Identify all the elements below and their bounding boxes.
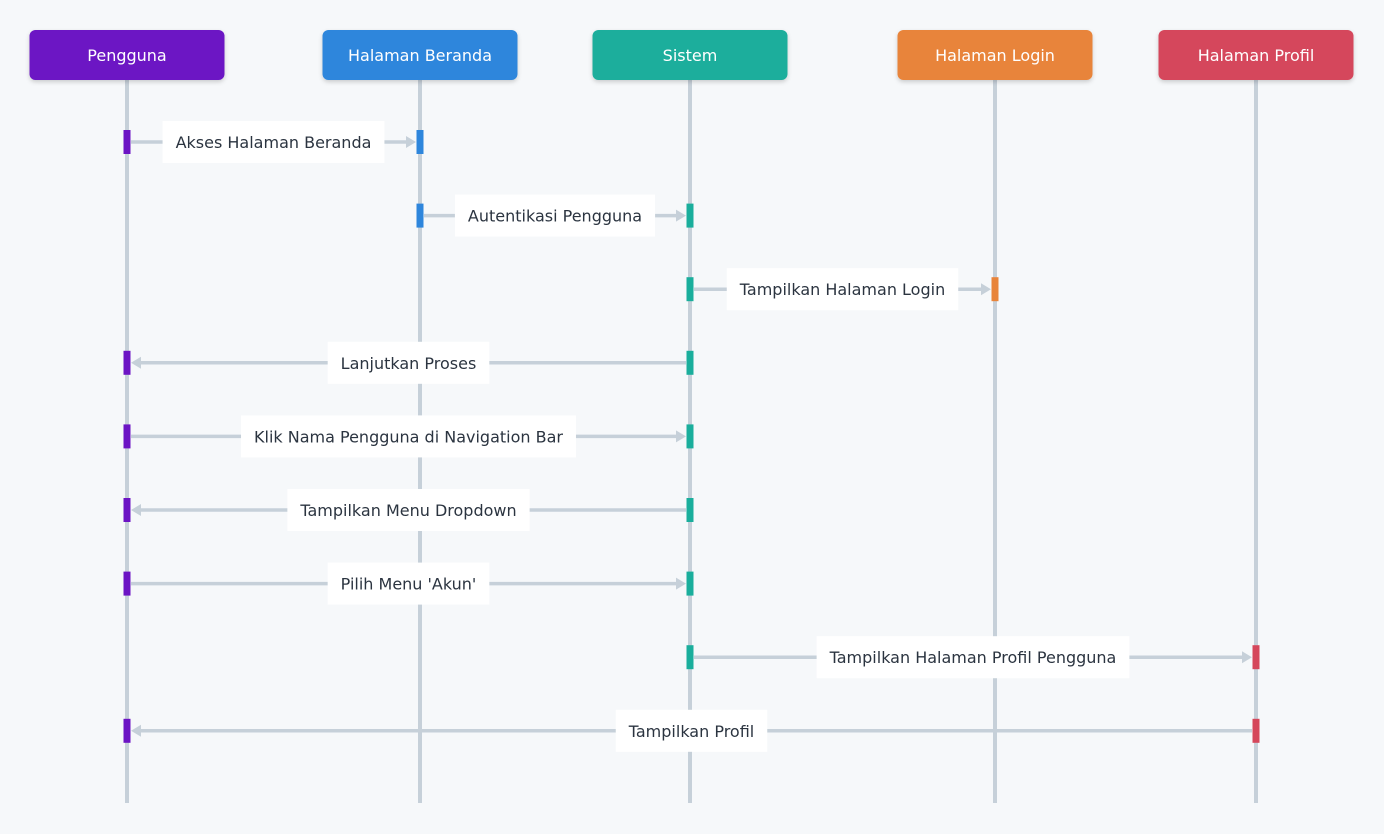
activation-bar-sistem [686, 424, 694, 449]
activation-bar-profil [1252, 718, 1260, 743]
message-7: Pilih Menu 'Akun' [123, 562, 694, 605]
activation-bar-pengguna [123, 718, 131, 743]
actor-profil: Halaman Profil [1158, 30, 1354, 80]
activation-bar-pengguna [123, 130, 131, 154]
arrowhead [131, 724, 141, 737]
actor-box [897, 30, 1093, 80]
activation-bar-pengguna [123, 571, 131, 596]
message-label-bg [816, 636, 1130, 679]
arrowhead [131, 356, 141, 369]
message-1: Akses Halaman Beranda [123, 121, 424, 163]
actor-box [592, 30, 788, 80]
message-label: Tampilkan Menu Dropdown [299, 501, 516, 520]
message-3: Tampilkan Halaman Login [686, 268, 999, 311]
message-label-bg [327, 341, 490, 384]
arrowhead [406, 136, 416, 148]
message-label-bg [726, 268, 959, 311]
activation-bar-pengguna [123, 424, 131, 449]
actor-label: Sistem [663, 46, 718, 65]
message-label-bg [615, 709, 768, 752]
activation-bar-sistem [686, 498, 694, 522]
actor-label: Halaman Login [935, 46, 1055, 65]
activation-bar-login [991, 277, 999, 302]
message-8: Tampilkan Halaman Profil Pengguna [686, 636, 1260, 679]
actor-box [322, 30, 518, 80]
message-label: Pilih Menu 'Akun' [341, 575, 477, 594]
actor-box [1158, 30, 1354, 80]
activation-bar-sistem [686, 203, 694, 228]
message-label: Klik Nama Pengguna di Navigation Bar [254, 427, 563, 446]
arrowhead [676, 430, 686, 443]
message-4: Lanjutkan Proses [123, 341, 694, 384]
activation-bar-sistem [686, 277, 694, 302]
activation-bar-profil [1252, 645, 1260, 670]
message-label-bg [287, 489, 530, 531]
actor-box [29, 30, 225, 80]
actor-beranda: Halaman Beranda [322, 30, 518, 80]
message-label: Lanjutkan Proses [341, 354, 477, 373]
activation-bar-beranda [416, 203, 424, 228]
actor-label: Pengguna [87, 46, 166, 65]
message-6: Tampilkan Menu Dropdown [123, 489, 694, 531]
activation-bar-beranda [416, 130, 424, 154]
message-label-bg [162, 121, 385, 163]
activation-bar-sistem [686, 571, 694, 596]
message-label: Autentikasi Pengguna [468, 207, 642, 226]
actor-pengguna: Pengguna [29, 30, 225, 80]
message-label-bg [241, 415, 576, 458]
actor-sistem: Sistem [592, 30, 788, 80]
message-label: Tampilkan Profil [628, 722, 754, 741]
activation-bar-sistem [686, 350, 694, 375]
arrowhead [1242, 651, 1252, 664]
activation-bar-sistem [686, 645, 694, 670]
message-2: Autentikasi Pengguna [416, 194, 694, 237]
message-5: Klik Nama Pengguna di Navigation Bar [123, 415, 694, 458]
message-label: Akses Halaman Beranda [176, 133, 372, 152]
actor-label: Halaman Beranda [348, 46, 492, 65]
activation-bar-pengguna [123, 350, 131, 375]
message-label-bg [454, 194, 656, 237]
activation-bar-pengguna [123, 498, 131, 522]
actor-login: Halaman Login [897, 30, 1093, 80]
message-label-bg [327, 562, 490, 605]
arrowhead [131, 504, 141, 516]
message-label: Tampilkan Halaman Login [739, 280, 945, 299]
arrowhead [981, 283, 991, 296]
arrowhead [676, 577, 686, 590]
message-9: Tampilkan Profil [123, 709, 1260, 752]
actor-label: Halaman Profil [1198, 46, 1315, 65]
arrowhead [676, 209, 686, 222]
message-label: Tampilkan Halaman Profil Pengguna [829, 648, 1117, 667]
